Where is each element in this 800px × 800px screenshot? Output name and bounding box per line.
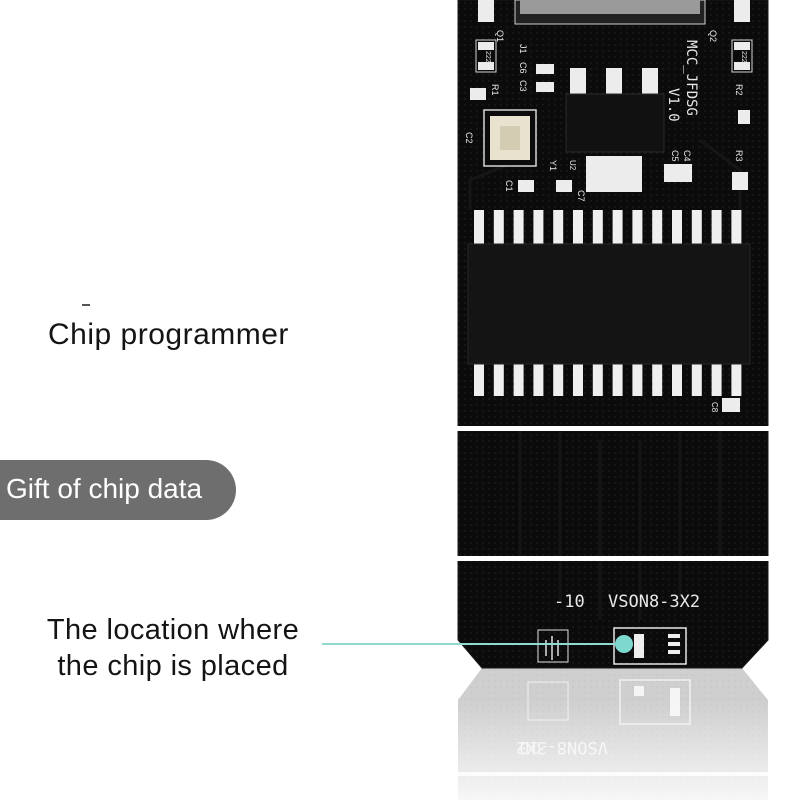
svg-text:R3: R3 — [734, 150, 744, 162]
svg-text:C6: C6 — [518, 62, 528, 74]
svg-text:C2: C2 — [464, 132, 474, 144]
svg-text:222: 222 — [740, 51, 747, 63]
chip-pin — [553, 364, 564, 396]
chip-pin — [672, 364, 682, 396]
pcb-board: Q1 Q2 222 222 J1 C6 C3 R1 R2 R3 MCC_JFDS… — [452, 0, 774, 669]
caption-chip-location-line2: the chip is placed — [57, 650, 289, 682]
chip-pin — [652, 364, 663, 396]
chip-pin — [553, 210, 564, 244]
svg-text:Q1: Q1 — [495, 30, 505, 42]
chip-pin — [493, 210, 504, 244]
chip-pin — [632, 364, 643, 396]
gift-badge: Gift of chip data — [0, 460, 236, 520]
svg-text:-10: -10 — [554, 592, 585, 612]
chip-pin — [513, 210, 524, 244]
svg-text:222: 222 — [484, 51, 491, 63]
chip-pin — [672, 210, 682, 244]
chip-pin — [493, 364, 504, 396]
caption-chip-programmer: Chip programmer — [48, 318, 289, 351]
decorative-dash — [82, 304, 90, 306]
chip-pin — [573, 364, 583, 396]
svg-text:R2: R2 — [734, 84, 744, 96]
svg-text:VSON8-3X2: VSON8-3X2 — [608, 592, 700, 612]
chip-pin — [711, 364, 722, 396]
svg-text:C7: C7 — [576, 190, 586, 202]
chip-pin — [691, 210, 702, 244]
chip-pin — [632, 210, 643, 244]
chip-pin — [731, 364, 742, 396]
svg-text:MCC_JFDSG: MCC_JFDSG — [683, 40, 699, 116]
chip-pin — [573, 210, 583, 244]
svg-text:C3: C3 — [518, 80, 528, 92]
svg-text:C4: C4 — [682, 150, 692, 162]
chip-location-pointer — [322, 635, 633, 653]
chip-pin — [652, 210, 663, 244]
svg-text:Y1: Y1 — [548, 160, 558, 171]
chip-pin — [533, 364, 544, 396]
svg-text:C1: C1 — [504, 180, 514, 192]
chip-pin — [513, 364, 524, 396]
chip-pin — [533, 210, 544, 244]
svg-text:C8: C8 — [710, 402, 719, 413]
svg-text:U2: U2 — [568, 160, 577, 171]
chip-pin — [731, 210, 742, 244]
chip-pin — [474, 364, 484, 396]
svg-text:Q2: Q2 — [708, 30, 718, 42]
svg-text:C5: C5 — [670, 150, 680, 162]
caption-chip-location-line1: The location where — [46, 614, 300, 646]
svg-text:J1: J1 — [518, 44, 528, 54]
chip-pin — [592, 364, 603, 396]
board-reflection: VSON8-3X2 -10 — [458, 668, 768, 800]
chip-pin — [592, 210, 603, 244]
soic-chip — [467, 210, 751, 396]
chip-pin — [474, 210, 484, 244]
chip-pin — [711, 210, 722, 244]
svg-text:V1.0: V1.0 — [665, 88, 681, 122]
caption-chip-location: The location where the chip is placed — [38, 612, 308, 684]
svg-text:R1: R1 — [490, 84, 500, 96]
chip-pin — [612, 364, 623, 396]
gift-badge-label: Gift of chip data — [6, 473, 203, 504]
chip-pin — [612, 210, 623, 244]
chip-pin — [691, 364, 702, 396]
